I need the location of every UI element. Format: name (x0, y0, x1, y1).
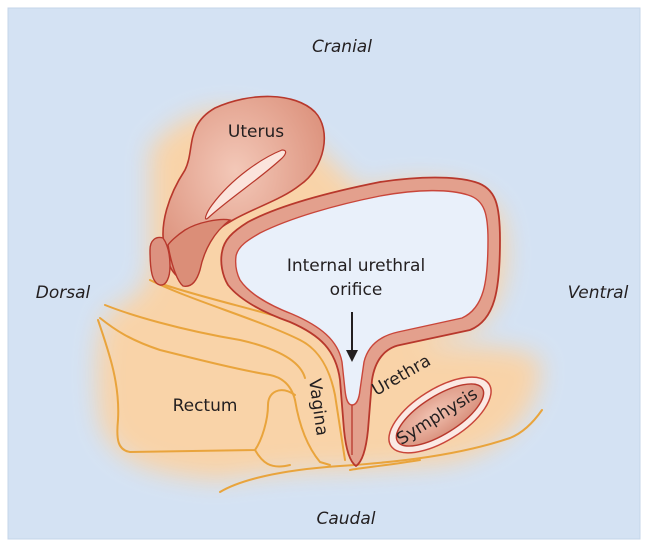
label-ventral: Ventral (568, 283, 629, 303)
label-cranial: Cranial (312, 37, 372, 57)
label-dorsal: Dorsal (36, 283, 91, 303)
label-rectum: Rectum (173, 396, 238, 416)
label-orifice-line1: Internal urethral (287, 256, 425, 276)
label-orifice-line2: orifice (330, 280, 383, 300)
label-uterus: Uterus (228, 122, 284, 142)
label-caudal: Caudal (317, 509, 376, 529)
